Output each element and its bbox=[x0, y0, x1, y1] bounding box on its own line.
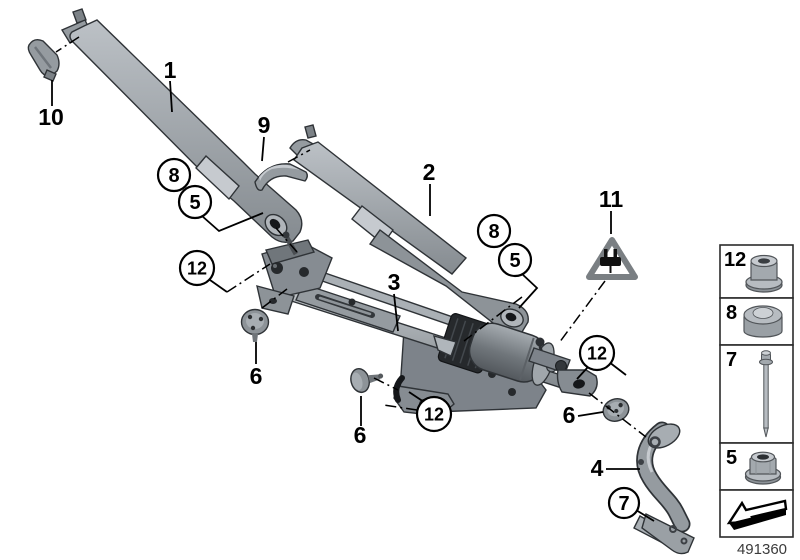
drawing-number: 491360 bbox=[737, 541, 787, 558]
callout-1[interactable]: 1 bbox=[164, 57, 177, 83]
callout-9[interactable]: 9 bbox=[258, 112, 271, 138]
wiper-cover-9 bbox=[254, 163, 308, 192]
plug-icon bbox=[600, 249, 621, 273]
circled-callout-12-center[interactable]: 12 bbox=[415, 395, 453, 433]
legend-item-5[interactable]: 5 bbox=[719, 442, 794, 491]
circled-callout-7[interactable]: 7 bbox=[607, 486, 641, 520]
rubber-grommet-left bbox=[240, 308, 270, 342]
legend-label-12: 12 bbox=[724, 249, 746, 271]
svg-text:5: 5 bbox=[509, 250, 520, 272]
callout-leader-lines bbox=[51, 80, 655, 522]
legend-item-8[interactable]: 8 bbox=[719, 297, 794, 346]
callout-6-center[interactable]: 6 bbox=[354, 422, 367, 448]
wiper-arm-cover-cap bbox=[27, 38, 60, 82]
callout-3[interactable]: 3 bbox=[388, 269, 401, 295]
flange-collar-nut-icon bbox=[745, 254, 783, 293]
mounting-bracket-4 bbox=[633, 421, 695, 555]
callout-6-left[interactable]: 6 bbox=[250, 363, 263, 389]
plain-callouts: 1 2 3 4 6 6 6 9 10 11 bbox=[38, 57, 623, 481]
direction-arrow-icon bbox=[726, 499, 788, 530]
rubber-grommet-center bbox=[350, 367, 384, 394]
circled-callout-5-left[interactable]: 5 bbox=[177, 184, 213, 220]
svg-text:8: 8 bbox=[488, 221, 499, 243]
wiper-arm-1 bbox=[60, 8, 303, 244]
legend-label-5: 5 bbox=[726, 447, 737, 469]
callout-2[interactable]: 2 bbox=[423, 159, 436, 185]
electrical-warning-triangle bbox=[586, 237, 638, 280]
legend-item-12[interactable]: 12 bbox=[719, 244, 794, 299]
hex-flange-nut-icon bbox=[744, 451, 782, 485]
svg-text:12: 12 bbox=[587, 343, 607, 363]
svg-text:5: 5 bbox=[189, 192, 200, 214]
callout-4[interactable]: 4 bbox=[591, 455, 604, 481]
svg-text:12: 12 bbox=[424, 404, 444, 424]
circled-callout-5-right[interactable]: 5 bbox=[497, 242, 533, 278]
assembly-axis-lines bbox=[55, 36, 647, 438]
legend-label-8: 8 bbox=[726, 302, 737, 324]
rivet-pin-icon bbox=[759, 350, 773, 438]
legend-item-7[interactable]: 7 bbox=[719, 344, 794, 444]
dome-cap-icon bbox=[743, 305, 783, 338]
circled-callouts: 8 5 12 8 5 12 12 7 bbox=[156, 157, 641, 520]
callout-6-right[interactable]: 6 bbox=[563, 402, 576, 428]
circled-callout-8-left[interactable]: 8 bbox=[156, 157, 192, 193]
legend-label-7: 7 bbox=[726, 349, 737, 371]
circled-callout-12-right[interactable]: 12 bbox=[578, 334, 616, 372]
legend-item-direction[interactable] bbox=[719, 489, 794, 538]
svg-text:12: 12 bbox=[187, 258, 207, 278]
wiper-linkage-assembly bbox=[256, 231, 598, 417]
svg-text:8: 8 bbox=[168, 165, 179, 187]
circled-callout-8-right[interactable]: 8 bbox=[476, 213, 512, 249]
rubber-grommet-right bbox=[602, 398, 630, 422]
callout-11[interactable]: 11 bbox=[599, 186, 624, 212]
callout-10[interactable]: 10 bbox=[38, 104, 64, 130]
svg-text:7: 7 bbox=[618, 493, 629, 515]
circled-callout-12-left[interactable]: 12 bbox=[178, 249, 216, 287]
legend-sidebar: 12 8 7 bbox=[719, 244, 794, 538]
